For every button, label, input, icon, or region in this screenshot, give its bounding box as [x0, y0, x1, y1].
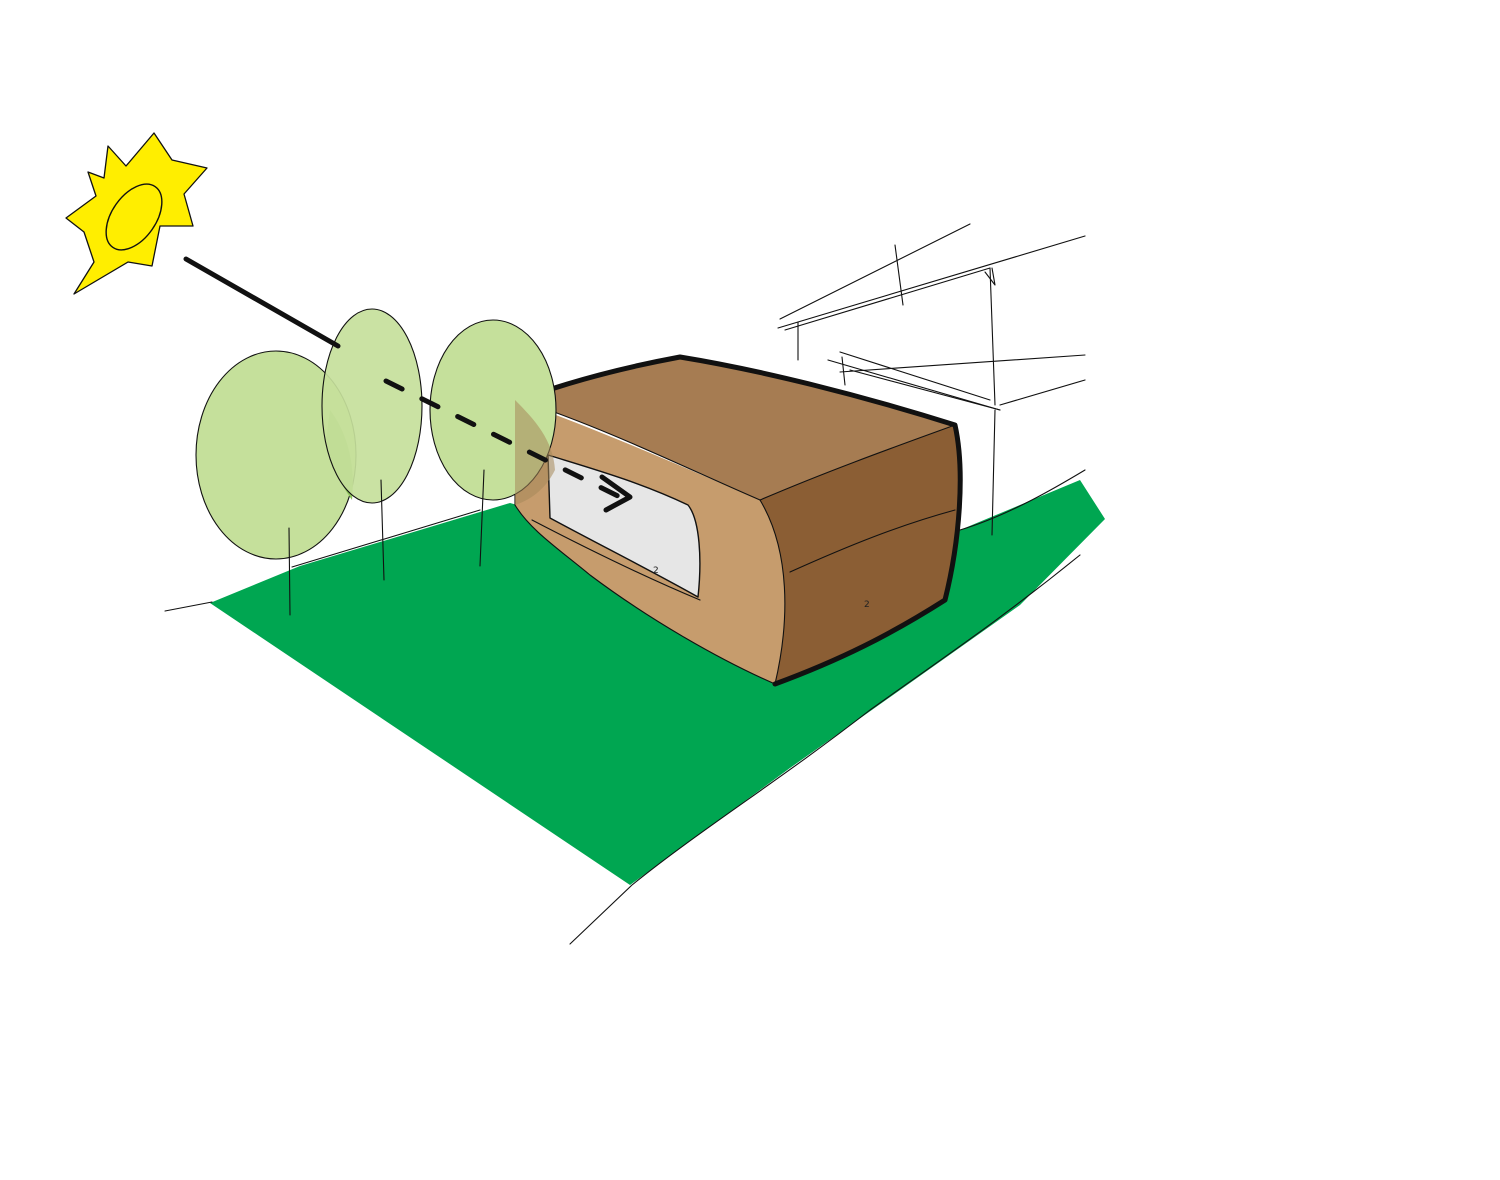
- ground-edge-front: [569, 554, 1081, 945]
- sun-icon: [65, 132, 208, 295]
- tree-right-trunk: [479, 469, 485, 567]
- sun-rays: [65, 132, 208, 295]
- neighboring-building-outline: [777, 223, 1086, 536]
- front-face-edge: [514, 499, 786, 685]
- tree-left-trunk: [288, 527, 291, 616]
- ray-dashed: [383, 378, 623, 500]
- earth-sheltered-building: 2 2: [514, 354, 963, 687]
- window-frame: [547, 454, 701, 598]
- ground-edge-left: [164, 601, 213, 612]
- window-opening: [548, 455, 700, 597]
- tree-middle-canopy: [321, 308, 423, 504]
- ray-arrowhead: [599, 474, 633, 513]
- front-mark: 2: [653, 566, 659, 576]
- ground-edge-back: [291, 509, 481, 568]
- building-roof: [520, 357, 955, 500]
- side-mid-line: [789, 509, 956, 573]
- roof-edge-side: [759, 424, 956, 501]
- sunlight-ray-arrow: [183, 256, 633, 513]
- ground-edge-right: [959, 469, 1086, 531]
- side-mark: 2: [864, 600, 870, 610]
- window-sill-line: [531, 519, 701, 601]
- ray-solid: [183, 256, 341, 349]
- tree-middle-trunk: [380, 479, 385, 581]
- tree-middle: [321, 308, 423, 581]
- sun-disc: [105, 183, 163, 251]
